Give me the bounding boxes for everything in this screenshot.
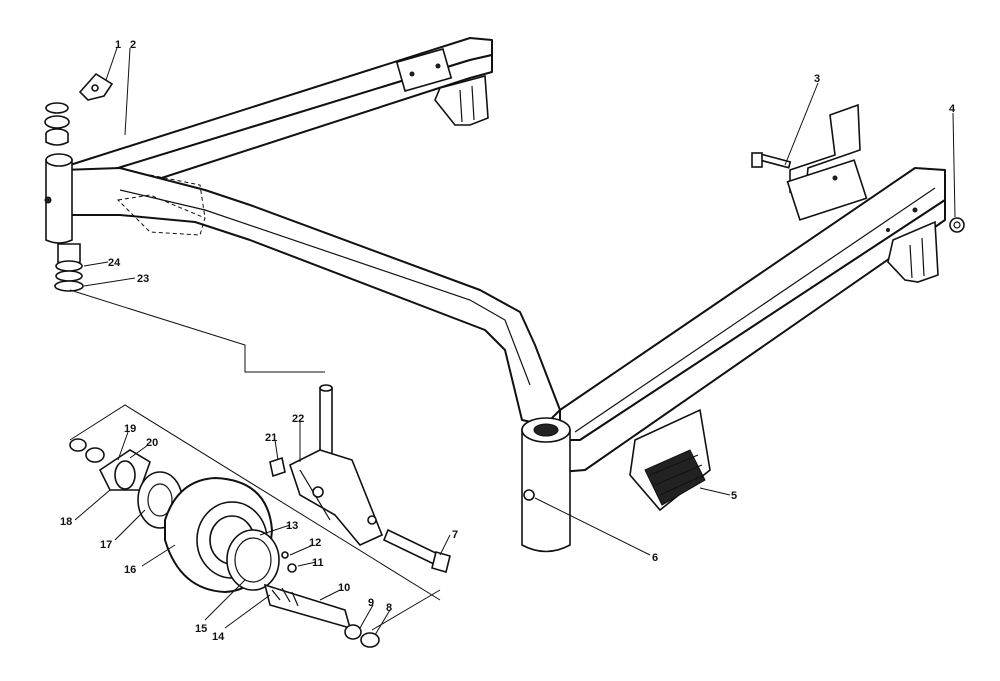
callout-20: 20: [146, 437, 158, 449]
callout-5: 5: [731, 490, 737, 502]
left-pivot-assembly: [44, 102, 84, 292]
callout-10: 10: [338, 582, 350, 594]
callout-18: 18: [60, 516, 72, 528]
frame-side-rail: [61, 167, 561, 426]
callout-12: 12: [309, 537, 321, 549]
frame-nut: [949, 217, 965, 233]
wheel-assembly: [69, 438, 380, 648]
frame-rear-bracket: [434, 74, 489, 126]
frame-front-rail: [559, 167, 946, 473]
callout-1: 1: [115, 39, 121, 51]
callout-21: 21: [265, 432, 277, 444]
axle-bolt: [382, 528, 451, 573]
callout-17: 17: [100, 539, 112, 551]
callout-4: 4: [949, 103, 956, 115]
callout-15: 15: [195, 623, 207, 635]
leader-lines: [74, 47, 956, 636]
callout-3: 3: [814, 73, 820, 85]
callout-24: 24: [108, 257, 121, 269]
right-pivot-tube: [521, 417, 571, 553]
callout-16: 16: [124, 564, 136, 576]
footrest: [629, 408, 711, 512]
callout-11: 11: [312, 557, 324, 569]
callout-2: 2: [130, 39, 136, 51]
callout-8: 8: [386, 602, 392, 614]
callout-7: 7: [452, 529, 458, 541]
bolt-and-plate: [751, 103, 868, 221]
callout-9: 9: [368, 597, 374, 609]
callout-14: 14: [212, 631, 225, 643]
retaining-clip: [78, 72, 114, 101]
frame-front-bracket: [887, 220, 939, 283]
frame-rear-rail: [69, 37, 493, 199]
assembly-lines: [69, 289, 441, 631]
callout-22: 22: [292, 413, 304, 425]
callout-13: 13: [286, 520, 298, 532]
callout-labels: 1 2 3 4 5 6 7 8 9 10 11 12 13 14 15 16 1…: [60, 39, 956, 643]
callout-6: 6: [652, 552, 658, 564]
callout-19: 19: [124, 423, 136, 435]
callout-23: 23: [137, 273, 149, 285]
